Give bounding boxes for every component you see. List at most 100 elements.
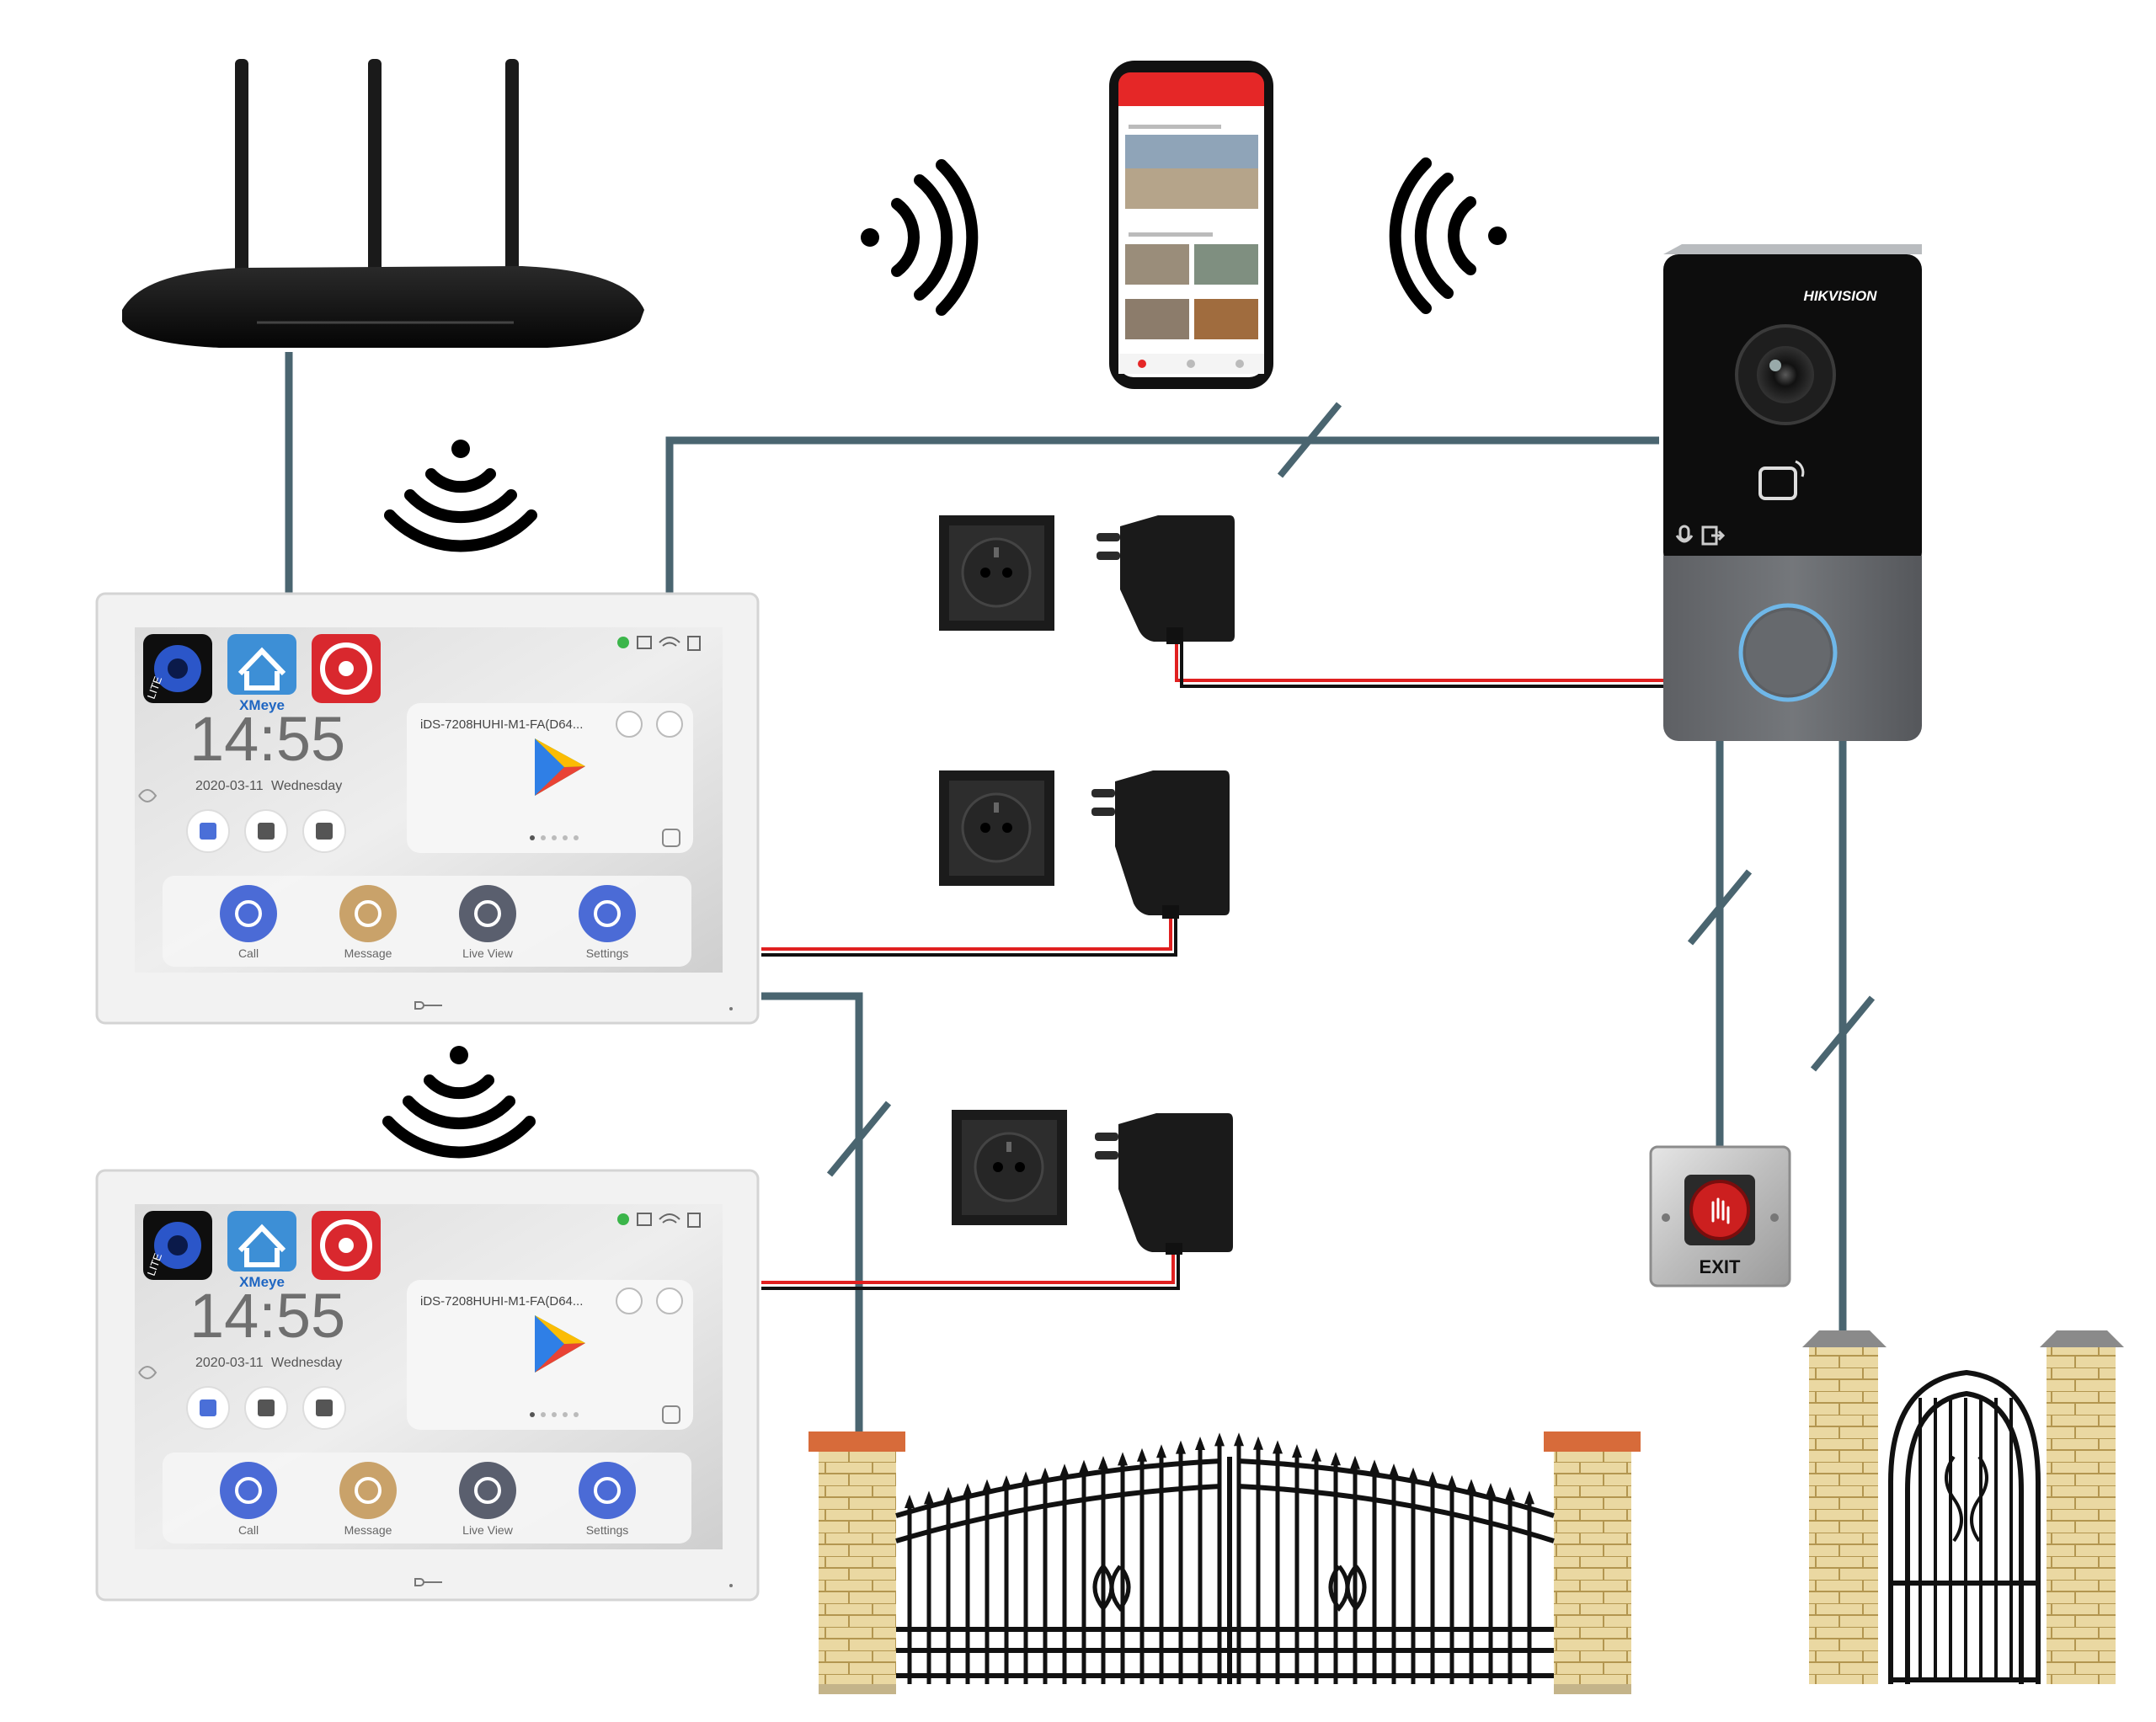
hand-icon [1711, 1197, 1730, 1224]
camera-thumbnail [1125, 244, 1189, 285]
pillar-cap [808, 1431, 905, 1452]
pedestrian-gate [1802, 1330, 2124, 1684]
brick-pillar [1809, 1347, 1878, 1684]
router-antenna [505, 59, 519, 303]
break-mark [826, 1101, 892, 1177]
mute-icon[interactable] [138, 1366, 157, 1379]
settings-icon[interactable] [579, 885, 636, 942]
power-adapter [1097, 515, 1235, 644]
router-antenna [368, 59, 382, 286]
brick-pillar [2047, 1347, 2116, 1684]
message-icon[interactable] [339, 1462, 397, 1519]
break-mark [1277, 402, 1342, 478]
grid-icon[interactable] [656, 1288, 683, 1314]
driveway-gate [808, 1431, 1641, 1694]
user-icon[interactable] [616, 711, 643, 738]
live-view-icon[interactable] [459, 885, 516, 942]
exit-label: EXIT [1700, 1256, 1741, 1277]
xmeye-label: XMeye [239, 1274, 285, 1290]
dock-label: Message [344, 1523, 392, 1537]
device-name: iDS-7208HUHI-M1-FA(D64... [420, 1294, 583, 1309]
monitor-to-gate-cable [761, 992, 863, 1431]
dock-label: Settings [586, 1523, 629, 1537]
brick-pillar [819, 1448, 896, 1693]
app-dock [163, 876, 691, 967]
router-body [122, 266, 644, 348]
play-store-icon [535, 738, 585, 796]
message-icon[interactable] [339, 885, 397, 942]
key-icon [414, 1001, 442, 1010]
break-mark [1810, 995, 1876, 1072]
router-antenna [235, 59, 248, 303]
xmeye-label: XMeye [239, 697, 285, 713]
monitor1-power-wire-black [761, 914, 1177, 957]
dock-label: Call [238, 946, 259, 960]
app-dock [163, 1453, 691, 1543]
device-name: iDS-7208HUHI-M1-FA(D64... [420, 717, 583, 732]
pillar-cap [1544, 1431, 1641, 1452]
video-doorbell: HIKVISION [1663, 244, 1922, 741]
power-supply-group [939, 770, 1230, 919]
expand-icon[interactable] [662, 829, 680, 847]
power-wires [761, 636, 1663, 1290]
clock-date: 2020-03-11 [195, 779, 264, 793]
expand-icon[interactable] [662, 1405, 680, 1424]
gate-bars [905, 1432, 1534, 1684]
wifi-signal-icon [384, 440, 537, 552]
dock-label: Settings [586, 946, 629, 960]
monitor1-power-wire-red [761, 914, 1172, 951]
break-mark [1687, 869, 1753, 946]
call-icon[interactable] [220, 885, 277, 942]
settings-icon[interactable] [579, 1462, 636, 1519]
network-icon [637, 1213, 652, 1226]
play-store-icon [535, 1315, 585, 1373]
wifi-status-icon [659, 637, 680, 647]
wifi-router [122, 59, 644, 348]
clock-date: 2020-03-11 [195, 1356, 264, 1370]
clock-weekday: Wednesday [271, 779, 342, 793]
clock-time: 14:55 [189, 704, 345, 774]
door-open-icon [1701, 525, 1726, 546]
sd-card-icon [687, 1213, 701, 1228]
doorbell-power-wire-black [1180, 636, 1663, 688]
microphone-icon [1675, 525, 1694, 543]
camera-thumbnail [1125, 299, 1189, 339]
pillar-cap [1802, 1330, 1886, 1347]
exit-button-panel: EXIT [1649, 1145, 1791, 1288]
dock-label: Live View [462, 1523, 514, 1537]
camera-thumbnail [1194, 244, 1258, 285]
wifi-signal-icon [382, 1046, 536, 1159]
dock-label: Live View [462, 946, 514, 960]
shield-icon [617, 637, 629, 648]
power-supply-group [939, 515, 1235, 644]
monitor-to-doorbell-cable [665, 436, 1659, 598]
monitor2-power-wire-black [761, 1250, 1180, 1290]
gate-scroll-ornament [1092, 1565, 1367, 1613]
dock-label: Message [344, 946, 392, 960]
grid-icon[interactable] [656, 711, 683, 738]
call-icon[interactable] [220, 1462, 277, 1519]
live-view-icon[interactable] [459, 1462, 516, 1519]
clock-weekday: Wednesday [271, 1356, 342, 1370]
power-adapter [1095, 1113, 1233, 1255]
clock-time: 14:55 [189, 1281, 345, 1351]
wifi-status-icon [659, 1213, 680, 1224]
doorbell-power-wire-red [1175, 636, 1663, 682]
cable-break-marks [826, 402, 1876, 1177]
camera-thumbnail [1194, 299, 1258, 339]
sd-card-icon [687, 636, 701, 651]
key-icon [414, 1578, 442, 1586]
mute-icon[interactable] [138, 789, 157, 802]
gate-scroll-ornament [1945, 1455, 1988, 1543]
power-adapter [1091, 770, 1230, 919]
user-icon[interactable] [616, 1288, 643, 1314]
dock-label: Call [238, 1523, 259, 1537]
wifi-signal-icon [1389, 157, 1507, 314]
exit-push-button [1689, 1180, 1750, 1240]
smartphone [1109, 61, 1273, 389]
shield-icon [617, 1213, 629, 1225]
wifi-signal-icon [861, 159, 979, 316]
doorbell-brand-logo: HIKVISION [1804, 288, 1878, 304]
